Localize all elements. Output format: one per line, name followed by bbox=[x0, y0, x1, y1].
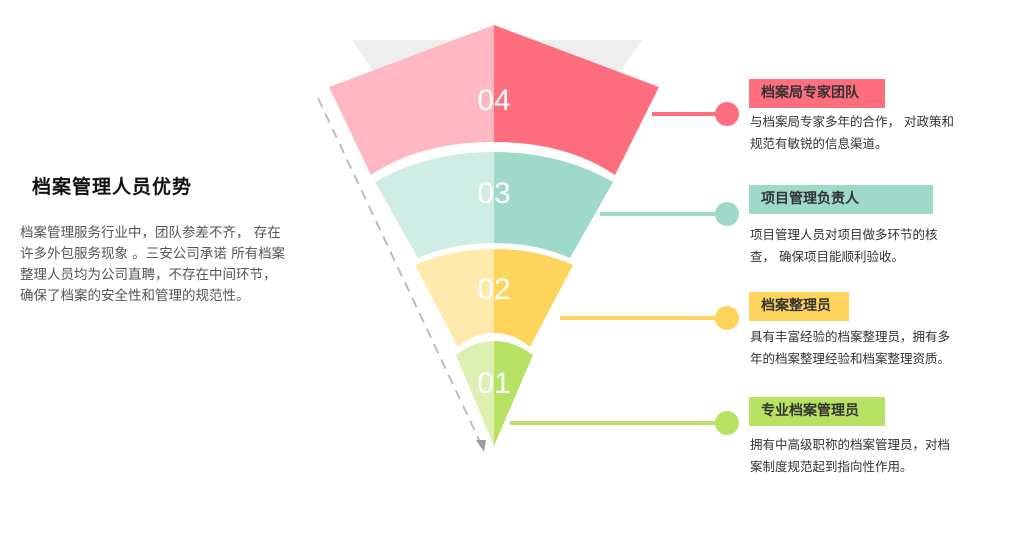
level-01-right bbox=[494, 341, 533, 446]
level-02-number: 02 bbox=[477, 273, 510, 306]
dashed-arrow-line bbox=[317, 97, 483, 447]
level-01-left bbox=[456, 341, 494, 446]
level-04-right bbox=[494, 25, 659, 175]
dashed-arrow-head bbox=[476, 440, 486, 452]
connector-03 bbox=[600, 202, 739, 226]
connector-02 bbox=[560, 306, 739, 330]
level-03-description: 项目管理人员对项目做多环节的核查， 确保项目能顺利验收。 bbox=[750, 227, 938, 264]
level-03-label: 项目管理负责人 bbox=[749, 185, 933, 214]
connector-01 bbox=[510, 411, 739, 435]
level-03-number: 03 bbox=[477, 177, 510, 210]
level-02-label: 档案整理员 bbox=[749, 292, 849, 321]
level-01-number: 01 bbox=[477, 367, 510, 400]
level-01-label: 专业档案管理员 bbox=[749, 397, 885, 426]
level-02-right bbox=[494, 249, 573, 347]
connector-02-dot bbox=[715, 306, 739, 330]
funnel-level-01 bbox=[456, 341, 533, 446]
connector-04 bbox=[652, 102, 739, 126]
level-02-description: 具有丰富经验的档案整理员，拥有多年的档案整理经验和档案整理资质。 bbox=[750, 329, 951, 366]
page-title: 档案管理人员优势 bbox=[32, 176, 193, 198]
level-04-description: 与档案局专家多年的合作， 对政策和规范有敏锐的信息渠道。 bbox=[750, 114, 954, 151]
level-03-right bbox=[494, 152, 613, 258]
funnel-level-04 bbox=[329, 25, 659, 175]
level-04-number: 04 bbox=[477, 84, 510, 117]
level-04-left bbox=[329, 25, 494, 175]
connector-04-dot bbox=[715, 102, 739, 126]
funnel-level-03 bbox=[375, 152, 613, 258]
level-02-left bbox=[415, 249, 494, 347]
level-01-description: 拥有中高级职称的档案管理员，对档案制度规范起到指向性作用。 bbox=[750, 437, 951, 474]
level-03-left bbox=[375, 152, 494, 258]
level-04-label: 档案局专家团队 bbox=[749, 79, 885, 108]
intro-paragraph: 档案管理服务行业中，团队参差不齐， 存在许多外包服务现象 。三安公司承诺 所有档… bbox=[20, 225, 286, 304]
connector-03-dot bbox=[715, 202, 739, 226]
connector-01-dot bbox=[715, 411, 739, 435]
funnel-level-02 bbox=[415, 249, 573, 347]
